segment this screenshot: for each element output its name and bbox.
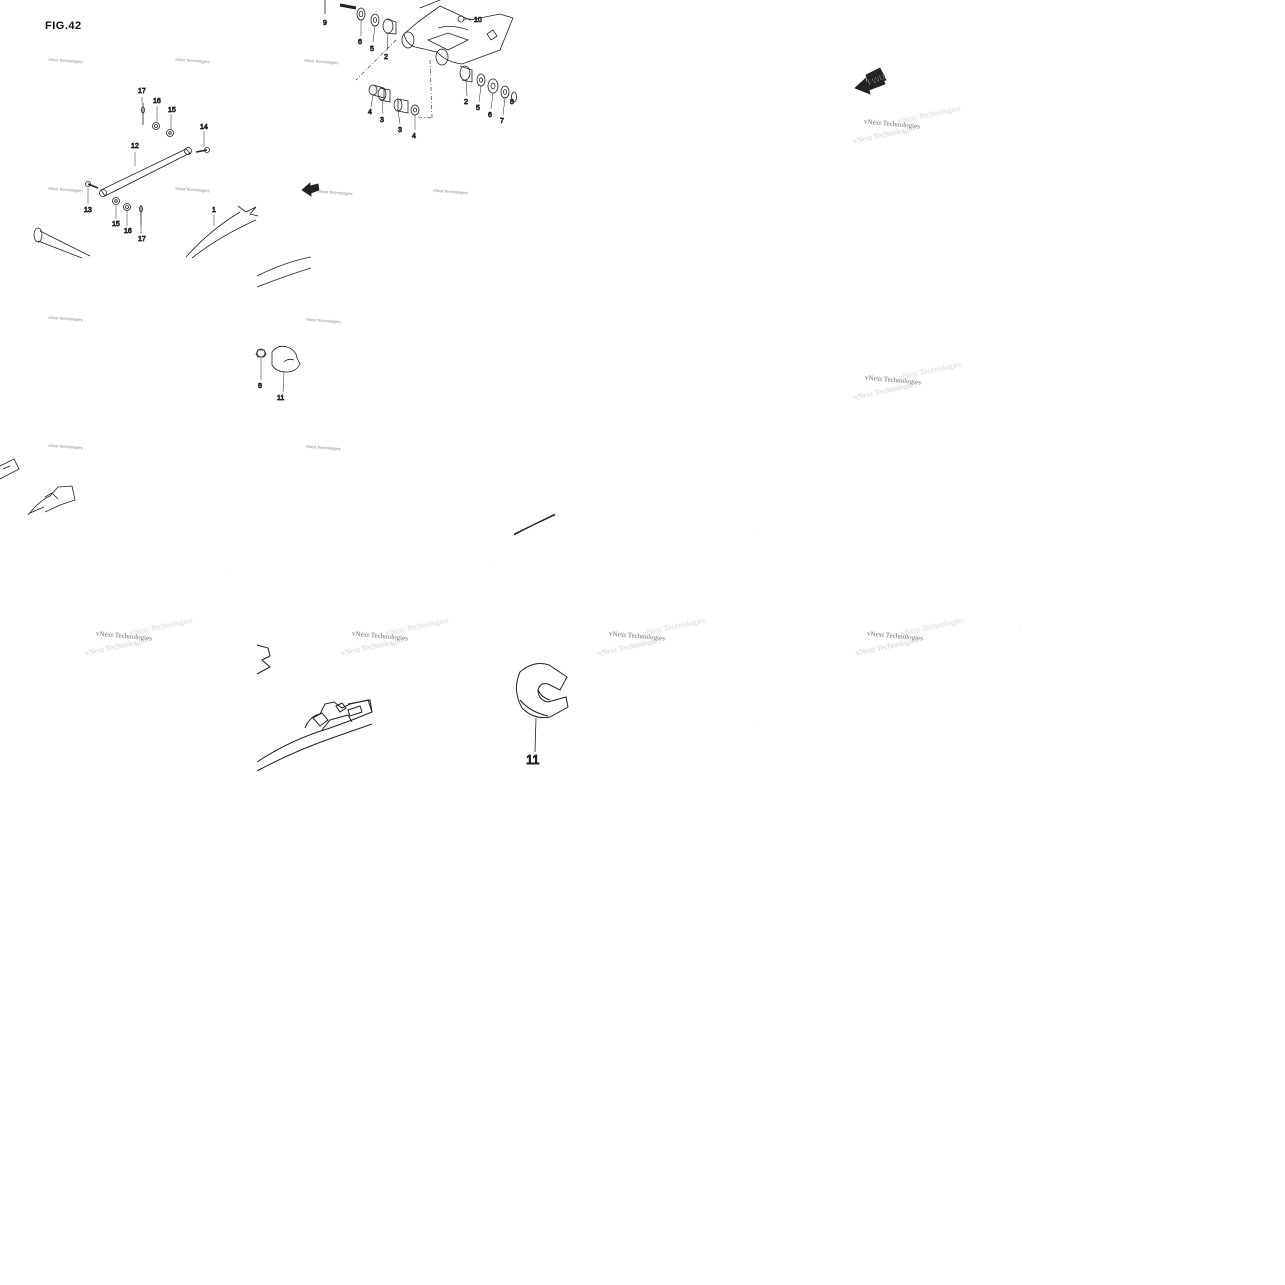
callout-17: 17 <box>138 236 146 243</box>
center-lines <box>355 39 433 119</box>
callout-17: 17 <box>138 88 146 95</box>
callout-5: 5 <box>370 46 374 53</box>
collar-4b <box>410 104 420 116</box>
nut-16a <box>152 122 160 130</box>
bushing-2 <box>382 18 397 35</box>
scan-specks <box>229 534 1022 724</box>
callout-11: 11 <box>526 752 540 767</box>
chain-adjuster-11: 11 <box>516 663 569 768</box>
leader-lines-left <box>87 97 215 234</box>
washer-15a <box>166 129 174 137</box>
washer-5b <box>476 73 486 87</box>
washer-5 <box>370 13 380 27</box>
washer-7 <box>500 85 510 99</box>
washer-6 <box>356 7 366 21</box>
callout-1: 1 <box>212 207 216 214</box>
callout-15: 15 <box>112 221 120 228</box>
swingarm-left-arm-1 <box>185 205 259 259</box>
callout-5: 5 <box>476 105 480 112</box>
fwd-arrow-large: FWD <box>854 67 887 95</box>
callout-11: 11 <box>277 395 284 402</box>
bolt-13 <box>85 181 99 189</box>
chain-adjuster-small: 8 11 <box>255 345 301 402</box>
cotter-pin-17b <box>139 205 143 225</box>
torque-rod-12 <box>99 147 192 197</box>
callout-14: 14 <box>200 124 208 131</box>
pivot-bolt <box>324 0 357 14</box>
callout-2: 2 <box>464 99 468 106</box>
fwd-arrow-small <box>301 182 320 197</box>
callout-15: 15 <box>168 107 176 114</box>
swingarm-pivot-assembly: 9 6 5 2 10 4 3 3 4 2 5 6 7 8 <box>323 0 517 140</box>
callout-3: 3 <box>380 117 384 124</box>
nut-16b <box>123 203 131 211</box>
callout-4: 4 <box>412 133 416 140</box>
callout-6: 6 <box>488 112 492 119</box>
nut-10 <box>457 15 471 23</box>
callout-6: 6 <box>358 39 362 46</box>
nut-8-top <box>511 91 517 103</box>
figure-title: FIG.42 <box>45 20 82 32</box>
swingarm-front <box>401 0 514 66</box>
callout-2: 2 <box>384 54 388 61</box>
callout-9: 9 <box>323 20 327 27</box>
callout-16: 16 <box>124 228 132 235</box>
swingarm-arm-segment <box>256 256 312 288</box>
callout-7: 7 <box>500 118 504 125</box>
collar-4a <box>368 84 385 99</box>
swingarm-rear-end <box>256 644 373 772</box>
bushing-2b <box>459 65 473 83</box>
washer-6b <box>487 78 499 94</box>
bushing-3b <box>393 98 409 114</box>
callout-10: 10 <box>474 17 482 24</box>
callout-12: 12 <box>131 143 139 150</box>
callout-13: 13 <box>84 207 92 214</box>
callout-8: 8 <box>510 99 514 106</box>
cotter-pin-17a <box>141 103 145 125</box>
arm-line-fragment <box>513 513 556 536</box>
callout-16: 16 <box>153 98 161 105</box>
rear-axle <box>33 227 91 259</box>
callout-8: 8 <box>258 383 262 390</box>
callout-4: 4 <box>368 109 372 116</box>
swingarm-rear-fragment <box>0 458 76 516</box>
bolt-14 <box>195 147 210 153</box>
washer-15b <box>112 197 120 205</box>
torque-rod-assembly: 17 16 15 14 12 13 15 16 17 1 <box>33 88 259 259</box>
callout-3: 3 <box>398 127 402 134</box>
leader-lines-top <box>360 20 506 130</box>
